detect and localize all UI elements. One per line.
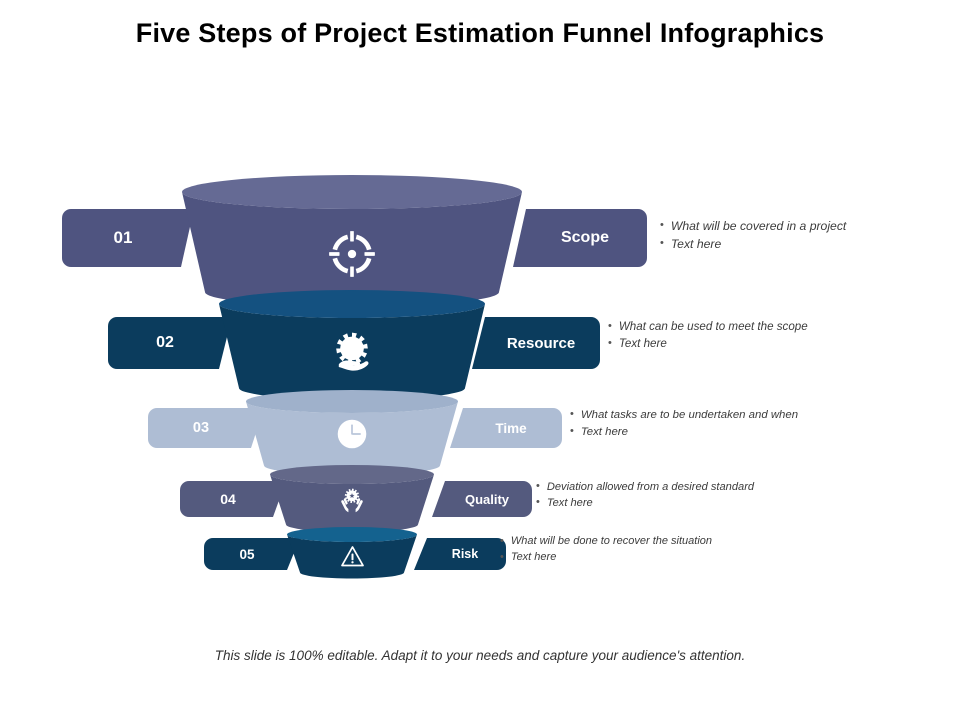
funnel-tier-05[interactable] <box>281 521 423 586</box>
bullet-item: • What will be covered in a project <box>660 218 846 236</box>
bullet-dot-icon: • <box>608 320 612 332</box>
step-number-text: 02 <box>156 334 174 351</box>
footer-note: This slide is 100% editable. Adapt it to… <box>214 648 746 663</box>
bullet-item: • What will be done to recover the situat… <box>500 534 712 550</box>
tier-top-ellipse <box>287 527 417 542</box>
tier-body <box>270 474 434 533</box>
bullet-dot-icon: • <box>660 236 664 249</box>
bullet-text: Text here <box>618 336 667 350</box>
funnel-step-bullets-04: • Deviation allowed from a desired standa… <box>536 479 754 511</box>
funnel-step-label-resource[interactable]: Resource <box>472 317 600 369</box>
funnel-step-bullets-03: • What tasks are to be undertaken and whe… <box>570 407 798 440</box>
bullet-item: • Deviation allowed from a desired standa… <box>536 479 754 495</box>
bullet-text: What will be done to recover the situati… <box>510 535 713 547</box>
funnel-step-label-quality[interactable]: Quality <box>432 481 532 517</box>
bullet-item: • Text here <box>570 424 798 441</box>
bullet-text: Text here <box>670 236 722 251</box>
tier-top-ellipse <box>270 465 434 484</box>
funnel-step-bullets-05: • What will be done to recover the situat… <box>500 534 712 566</box>
funnel-step-number-01[interactable]: 01 <box>62 209 194 267</box>
bullet-item: • Text here <box>536 495 754 511</box>
funnel-step-number-03[interactable]: 03 <box>148 408 264 448</box>
bullet-item: • Text here <box>608 336 808 353</box>
bullet-dot-icon: • <box>500 535 504 547</box>
tier-top-ellipse <box>246 390 458 413</box>
bullet-text: Deviation allowed from a desired standar… <box>546 481 755 493</box>
step-number-text: 04 <box>220 491 236 507</box>
tier-top-ellipse <box>182 175 522 209</box>
tier-body <box>182 192 522 307</box>
tier-top-ellipse <box>219 290 485 318</box>
step-label-text: Quality <box>464 491 510 507</box>
bullet-dot-icon: • <box>608 336 612 349</box>
bullet-dot-icon: • <box>536 480 540 492</box>
bullet-dot-icon: • <box>660 219 664 231</box>
funnel-step-bullets-01: • What will be covered in a project • Text … <box>660 218 846 253</box>
page-title: Five Steps of Project Estimation Funnel … <box>135 18 825 48</box>
bullet-text: What can be used to meet the scope <box>618 320 808 333</box>
bullet-text: Text here <box>580 425 628 438</box>
step-number-text: 05 <box>239 546 255 562</box>
funnel-step-number-04[interactable]: 04 <box>180 481 286 517</box>
bullet-item: • Text here <box>500 550 712 566</box>
bullet-text: What will be covered in a project <box>670 219 847 233</box>
bullet-text: Text here <box>510 550 557 563</box>
bullet-dot-icon: • <box>500 550 504 563</box>
bullet-item: • What tasks are to be undertaken and whe… <box>570 407 798 424</box>
bullet-dot-icon: • <box>536 496 540 509</box>
step-number-text: 03 <box>192 420 210 436</box>
bullet-item: • What can be used to meet the scope <box>608 319 808 336</box>
funnel-step-label-time[interactable]: Time <box>450 408 562 448</box>
bullet-item: • Text here <box>660 236 846 254</box>
step-label-text: Scope <box>560 229 609 246</box>
step-number-text: 01 <box>113 228 133 247</box>
funnel-step-label-risk[interactable]: Risk <box>414 538 506 570</box>
bullet-dot-icon: • <box>570 424 574 437</box>
step-label-text: Time <box>495 420 527 436</box>
step-label-text: Resource <box>506 334 576 352</box>
funnel-step-number-02[interactable]: 02 <box>108 317 232 369</box>
funnel-tier-04[interactable] <box>264 459 440 540</box>
funnel-step-number-05[interactable]: 05 <box>204 538 300 570</box>
bullet-text: What tasks are to be undertaken and when <box>580 409 799 421</box>
bullet-text: Text here <box>546 497 593 510</box>
funnel-step-label-scope[interactable]: Scope <box>513 209 647 267</box>
bullet-dot-icon: • <box>570 408 574 420</box>
funnel-tier-01[interactable] <box>176 169 528 315</box>
step-label-text: Risk <box>451 547 479 561</box>
funnel-step-bullets-02: • What can be used to meet the scope • Text… <box>608 319 808 353</box>
